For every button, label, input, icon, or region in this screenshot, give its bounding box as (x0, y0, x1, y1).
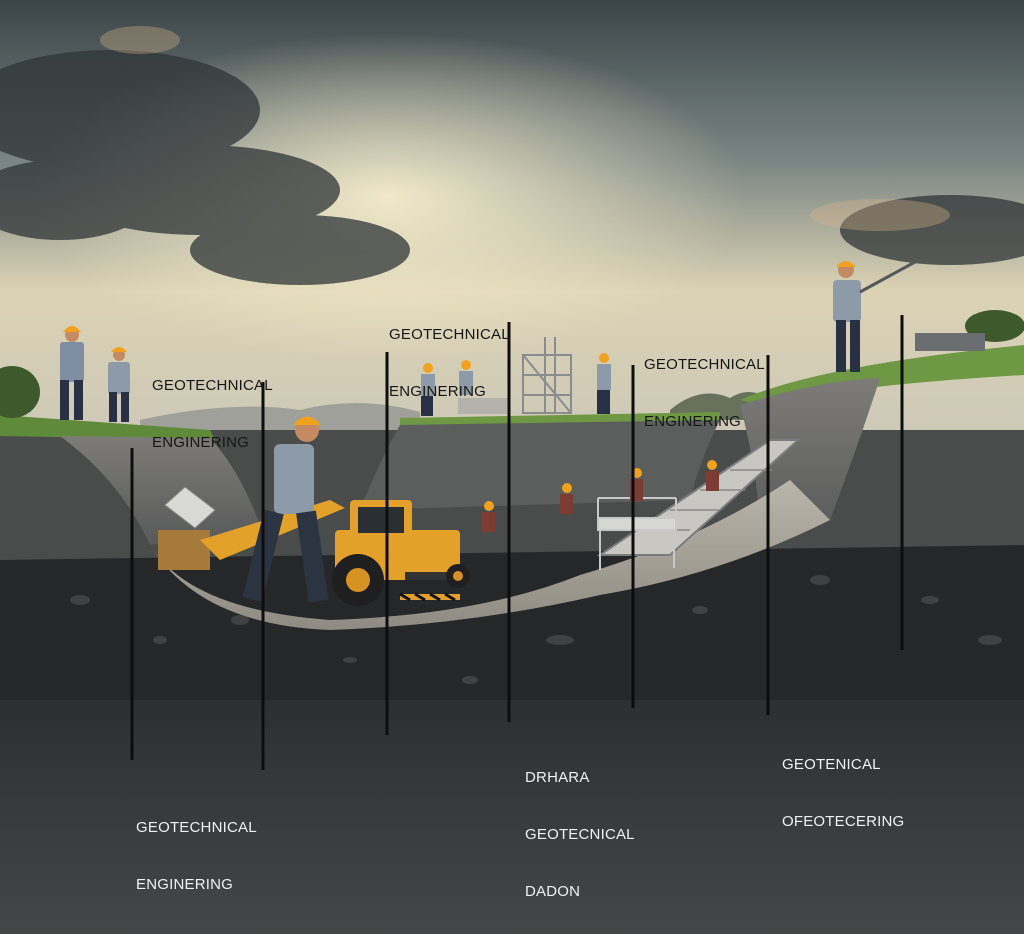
soil-pebbles (70, 575, 1002, 684)
label-line: GEOTECHNICAL (152, 377, 273, 394)
label-line: ENGINERING (389, 383, 487, 400)
clouds (0, 50, 1024, 285)
annotation-lines (130, 315, 904, 770)
label-line: GEOTECNICAL (525, 826, 635, 843)
left-equipment-box (158, 530, 210, 570)
worker-figures (60, 260, 916, 603)
label-line: GEOTECHNICAL (136, 819, 257, 836)
label-line: OFEOTECERING (782, 813, 905, 830)
tree-left (0, 366, 40, 418)
warm-clouds (100, 26, 950, 231)
label-line: GEOTENICAL (782, 756, 881, 773)
label-line: GEOTECHNICAL (389, 326, 510, 343)
cut-face-left (60, 436, 262, 545)
label-line: DADON (525, 883, 581, 900)
label-line: GEOTECHNICAL (644, 356, 765, 373)
trench-floor (150, 480, 830, 630)
label-right-bottom: GEOTENICAL OFEOTECERING (782, 717, 904, 869)
label-left-bottom: GEOTECHNICAL ENGINERING (136, 780, 257, 932)
soil-layer-rocky (0, 545, 1024, 700)
worker-left-2 (108, 347, 130, 422)
worker-right-top (833, 260, 916, 372)
measuring-table (597, 497, 677, 570)
label-center-bottom: DRHARA GEOTECNICAL DADON (525, 730, 635, 934)
scaffold-tower (522, 337, 572, 414)
label-left-top: GEOTECHNICAL ENGINERING (152, 338, 273, 490)
worker-center-top-group (421, 353, 611, 416)
worker-left-1 (60, 326, 84, 420)
label-line: ENGINERING (644, 413, 742, 430)
grass-left (0, 415, 215, 440)
material-pile (458, 398, 508, 414)
label-line: DRHARA (525, 769, 590, 786)
label-line: ENGINERING (152, 434, 250, 451)
site-cabin (915, 333, 985, 351)
label-center-top: GEOTECHNICAL ENGINERING (389, 287, 510, 439)
worker-trench-group (482, 460, 719, 532)
label-right-top: GEOTECHNICAL ENGINERING (644, 317, 765, 469)
left-ladder (164, 486, 216, 529)
label-line: ENGINERING (136, 876, 234, 893)
